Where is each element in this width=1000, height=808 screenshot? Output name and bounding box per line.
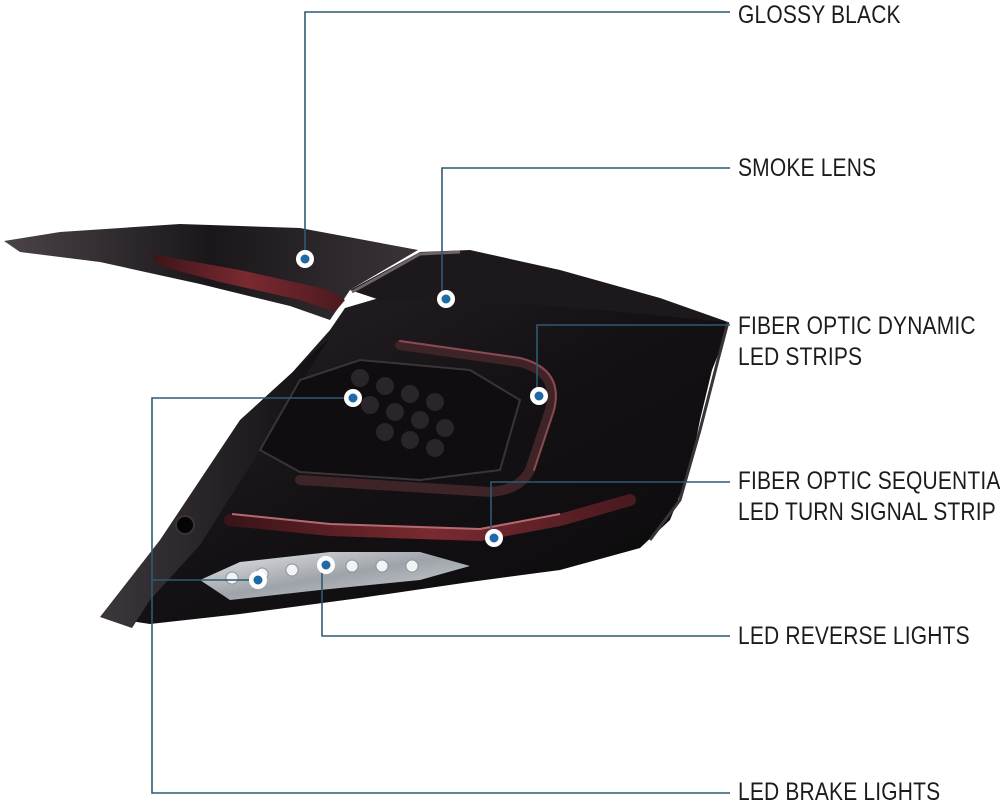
- tail-light-product: [4, 224, 730, 628]
- callout-line: FIBER OPTIC SEQUENTIAL: [738, 467, 1000, 495]
- led-dot: [401, 385, 419, 403]
- reverse-led-cell: [225, 571, 239, 585]
- mounting-hole: [175, 515, 195, 535]
- led-dot: [376, 377, 394, 395]
- inner-bezel: [258, 358, 522, 482]
- marker-led-reverse: [317, 556, 335, 574]
- fiber-optic-c-strip-glow: [399, 340, 557, 471]
- leader-led-reverse: [321, 565, 730, 637]
- wing-red-strip: [150, 254, 345, 312]
- marker-led-brake-upper: [344, 389, 362, 407]
- callout-smoke-lens: SMOKE LENS: [738, 153, 876, 184]
- marker-fiber-optic-sequential: [485, 529, 503, 547]
- led-dot: [361, 396, 379, 414]
- led-dot: [426, 393, 444, 411]
- led-dot: [436, 419, 454, 437]
- leader-fiber-optic-sequential: [490, 481, 730, 538]
- callout-line: LED REVERSE LIGHTS: [738, 622, 970, 650]
- led-dot: [386, 403, 404, 421]
- led-dot: [426, 439, 444, 457]
- led-dot: [411, 411, 429, 429]
- marker-smoke-lens: [437, 290, 455, 308]
- callout-markers: [249, 250, 548, 589]
- marker-led-brake-lower: [249, 571, 267, 589]
- led-dot: [351, 369, 369, 387]
- sequential-turn-strip-shine: [231, 513, 561, 531]
- callout-led-brake: LED BRAKE LIGHTS: [738, 777, 940, 808]
- callout-line: SMOKE LENS: [738, 154, 877, 182]
- outer-rim: [648, 321, 730, 541]
- callout-line: GLOSSY BLACK: [738, 1, 901, 29]
- reverse-light-reflector: [200, 552, 470, 600]
- reverse-led-cell: [375, 559, 389, 573]
- callout-glossy-black: GLOSSY BLACK: [738, 0, 901, 31]
- reverse-led-cell: [405, 559, 419, 573]
- callout-fiber-optic-sequential: FIBER OPTIC SEQUENTIAL LED TURN SIGNAL S…: [738, 466, 1000, 528]
- smoke-lens-highlight: [351, 250, 461, 294]
- marker-glossy-black: [296, 250, 314, 268]
- leader-smoke-lens: [441, 167, 730, 299]
- callout-led-reverse: LED REVERSE LIGHTS: [738, 621, 970, 652]
- callout-fiber-optic-dynamic: FIBER OPTIC DYNAMIC LED STRIPS: [738, 311, 976, 373]
- sequential-turn-strip: [224, 494, 636, 542]
- callout-line: LED STRIPS: [738, 343, 863, 371]
- marker-fiber-optic-dynamic: [530, 387, 548, 405]
- smoke-lens-section: [350, 250, 728, 322]
- leader-glossy-black: [304, 11, 730, 259]
- brake-led-matrix: [351, 369, 454, 457]
- reverse-led-cell: [345, 559, 359, 573]
- callout-line: FIBER OPTIC DYNAMIC: [738, 312, 976, 340]
- callout-line: LED BRAKE LIGHTS: [738, 778, 941, 806]
- callout-line: LED TURN SIGNAL STRIP: [738, 498, 996, 526]
- leader-led-brake: [151, 397, 730, 794]
- reverse-led-cell: [285, 563, 299, 577]
- led-dot: [376, 423, 394, 441]
- led-dot: [401, 431, 419, 449]
- housing-side-wall: [100, 338, 330, 628]
- callout-leaders: [151, 11, 730, 794]
- leader-fiber-optic-dynamic: [536, 324, 730, 396]
- fiber-optic-c-strip: [295, 340, 557, 498]
